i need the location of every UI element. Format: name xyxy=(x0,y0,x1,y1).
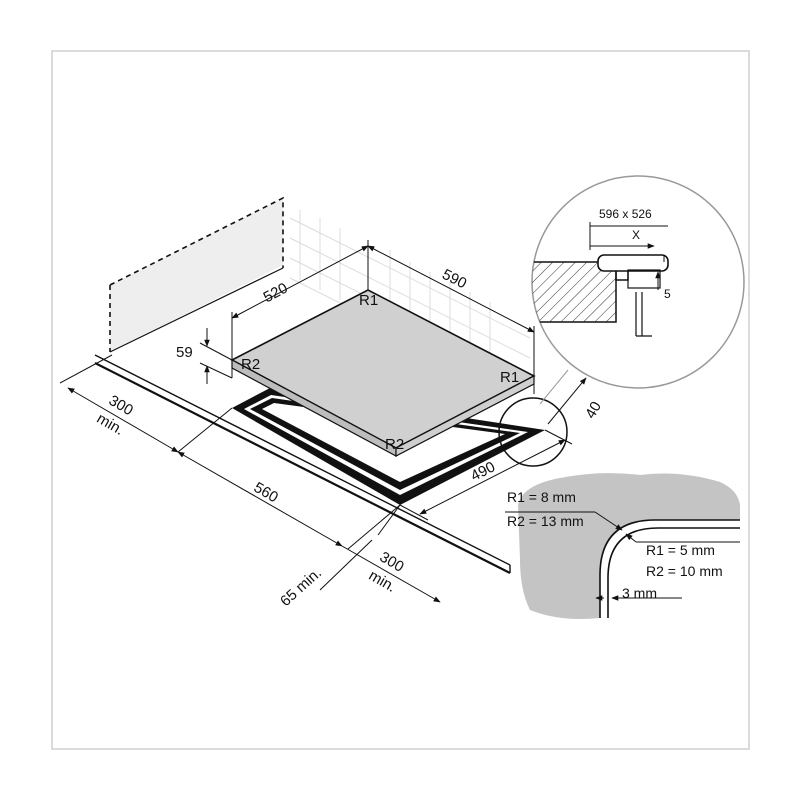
hob-corner-r2-left: R2 xyxy=(241,356,260,373)
dim-cutout-width xyxy=(177,407,401,550)
hob-corner-r1-right: R1 xyxy=(500,369,519,386)
section-detail xyxy=(531,175,745,389)
dim-cutout-width-label: 560 xyxy=(251,479,281,506)
hob-body xyxy=(230,289,536,458)
corner-radius-detail xyxy=(505,473,740,619)
dim-front-clearance xyxy=(547,377,587,425)
corner-detail-marker xyxy=(498,397,568,467)
corner-gap-label: 3 mm xyxy=(622,585,657,601)
dim-hob-height-label: 59 xyxy=(176,344,193,361)
dim-hob-height xyxy=(199,328,233,384)
section-hob-glass xyxy=(597,254,669,272)
section-opening-label: 596 x 526 xyxy=(599,207,652,221)
corner-outer-edge xyxy=(599,519,740,618)
dim-hob-width-label: 590 xyxy=(439,266,469,293)
section-depth-label: 5 xyxy=(664,287,671,301)
dim-front-and-right-clearance xyxy=(319,504,441,603)
corner-detail-worktop xyxy=(518,473,740,619)
section-x-label: X xyxy=(632,228,640,242)
dim-left-wall-clearance xyxy=(59,354,179,453)
back-wall xyxy=(109,196,284,352)
dim-hob-depth-label: 520 xyxy=(261,280,291,307)
corner-outer-r1-label: R1 = 8 mm xyxy=(507,489,576,505)
hob-corner-r1-back: R1 xyxy=(359,292,378,309)
dim-front-edge-clearance-label: 65 min. xyxy=(277,564,325,610)
dim-hob-depth xyxy=(231,240,369,360)
dim-cutout-depth xyxy=(399,429,573,521)
frame-border xyxy=(51,50,750,750)
section-leader-line xyxy=(539,369,569,405)
corner-inner-edge xyxy=(607,527,740,618)
corner-outer-r2-label: R2 = 13 mm xyxy=(507,513,584,529)
section-worktop-hatch xyxy=(532,261,617,323)
dim-front-clearance-label: 40 xyxy=(582,399,605,422)
cutout-corner-r2-front: R2 xyxy=(385,436,404,453)
corner-inner-r1-label: R1 = 5 mm xyxy=(646,542,715,558)
corner-inner-r2-label: R2 = 10 mm xyxy=(646,563,723,579)
